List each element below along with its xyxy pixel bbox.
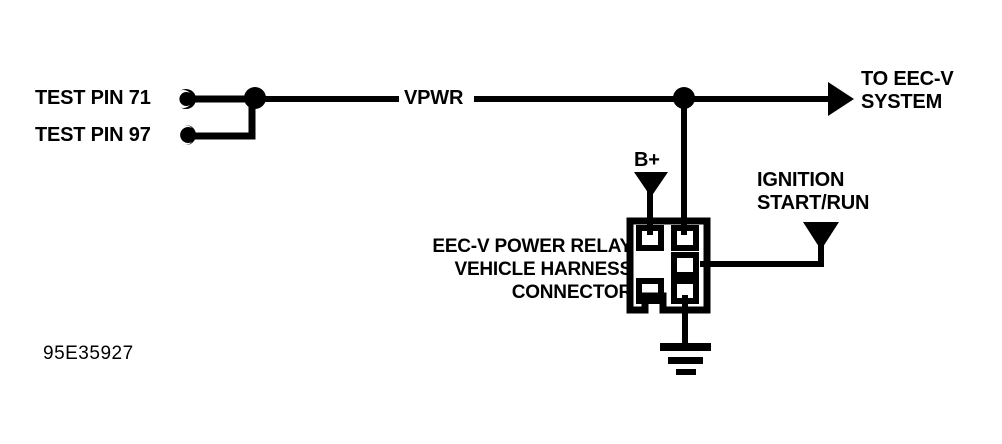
vpwr-circuit-label: VPWR (404, 87, 464, 109)
to-eecv-system-label-line2: SYSTEM (861, 91, 943, 113)
b-plus-label: B+ (634, 149, 660, 171)
ignition-label-line1: IGNITION (757, 169, 845, 191)
arrow-to-eecv-system-icon (828, 82, 854, 116)
wire-ignition-to-relay-terminal-3 (700, 243, 824, 267)
ground-symbol-icon (660, 343, 711, 375)
figure-number-label: 95E35927 (43, 343, 134, 364)
connector-label-line2: VEHICLE HARNESS (454, 259, 632, 280)
relay-terminal-1 (636, 225, 664, 251)
connector-label-line3: CONNECTOR (511, 282, 633, 303)
ignition-label-line2: START/RUN (757, 192, 870, 214)
junction-dot-right (673, 87, 695, 109)
to-eecv-system-label-line1: TO EEC-V (861, 68, 954, 90)
test-pin-97-label: TEST PIN 97 (35, 124, 151, 146)
connector-label-line1: EEC-V POWER RELAY (432, 236, 632, 257)
test-pin-97-connector-icon (174, 125, 196, 145)
arrow-ignition-start-run-icon (803, 222, 839, 250)
test-pin-71-connector-icon (174, 89, 196, 109)
arrow-b-plus-icon (634, 172, 668, 197)
relay-terminal-2 (671, 225, 699, 251)
test-pin-71-label: TEST PIN 71 (35, 87, 151, 109)
wire-pin97-to-junction (195, 99, 256, 140)
relay-terminal-3 (671, 252, 699, 278)
relay-terminal-4 (636, 278, 664, 304)
